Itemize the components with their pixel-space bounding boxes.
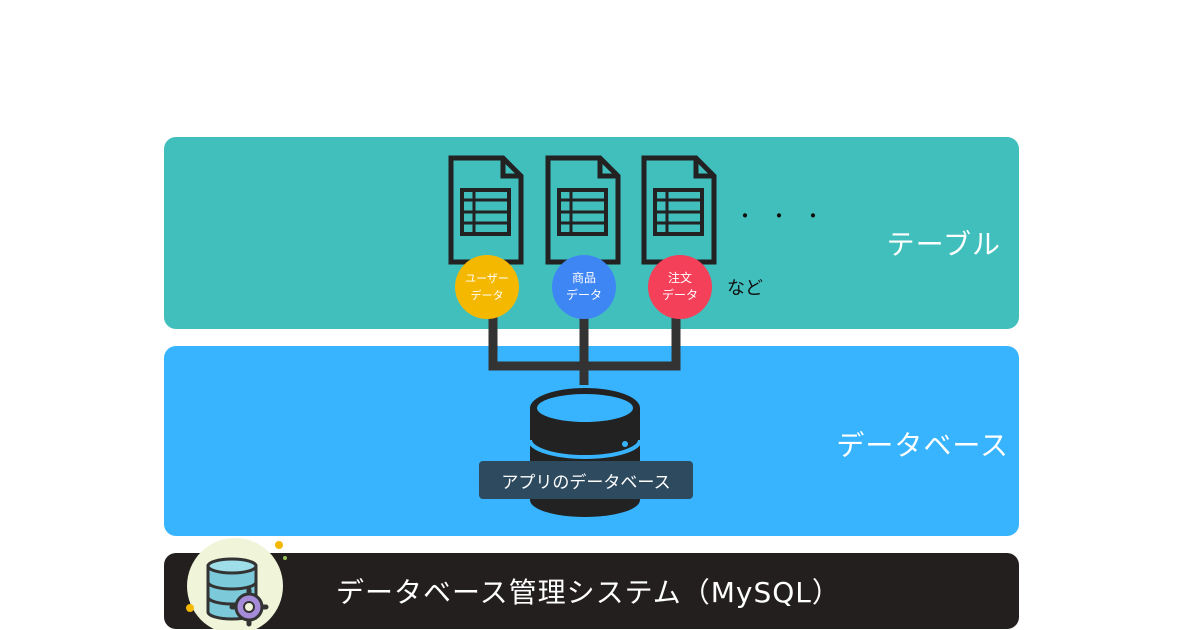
badge-line2: データ [470, 289, 504, 302]
table-document-icon [641, 155, 717, 265]
dbms-layer-label: データベース管理システム（MySQL） [336, 576, 841, 609]
user-data-badge: ユーザー データ [455, 255, 519, 319]
database-gear-icon [186, 538, 287, 630]
dbms-layer: データベース管理システム（MySQL） [164, 553, 1019, 629]
table-document-icon [545, 155, 621, 265]
database-layer-label: データベース [836, 429, 1009, 462]
more-tables-ellipsis: ・・・ [735, 204, 837, 228]
badge-line1: 注文 [667, 271, 692, 285]
order-data-badge: 注文 データ [648, 255, 712, 319]
badge-line1: 商品 [571, 271, 596, 285]
table-layer-label: テーブル [886, 228, 1001, 261]
badge-line2: データ [661, 288, 698, 302]
product-data-badge: 商品 データ [552, 255, 616, 319]
app-database-label: アプリのデータベース [479, 461, 693, 499]
badge-line1: ユーザー [465, 272, 509, 285]
etc-label: など [727, 278, 763, 299]
badge-line2: データ [565, 288, 602, 302]
table-document-icon [448, 155, 524, 265]
